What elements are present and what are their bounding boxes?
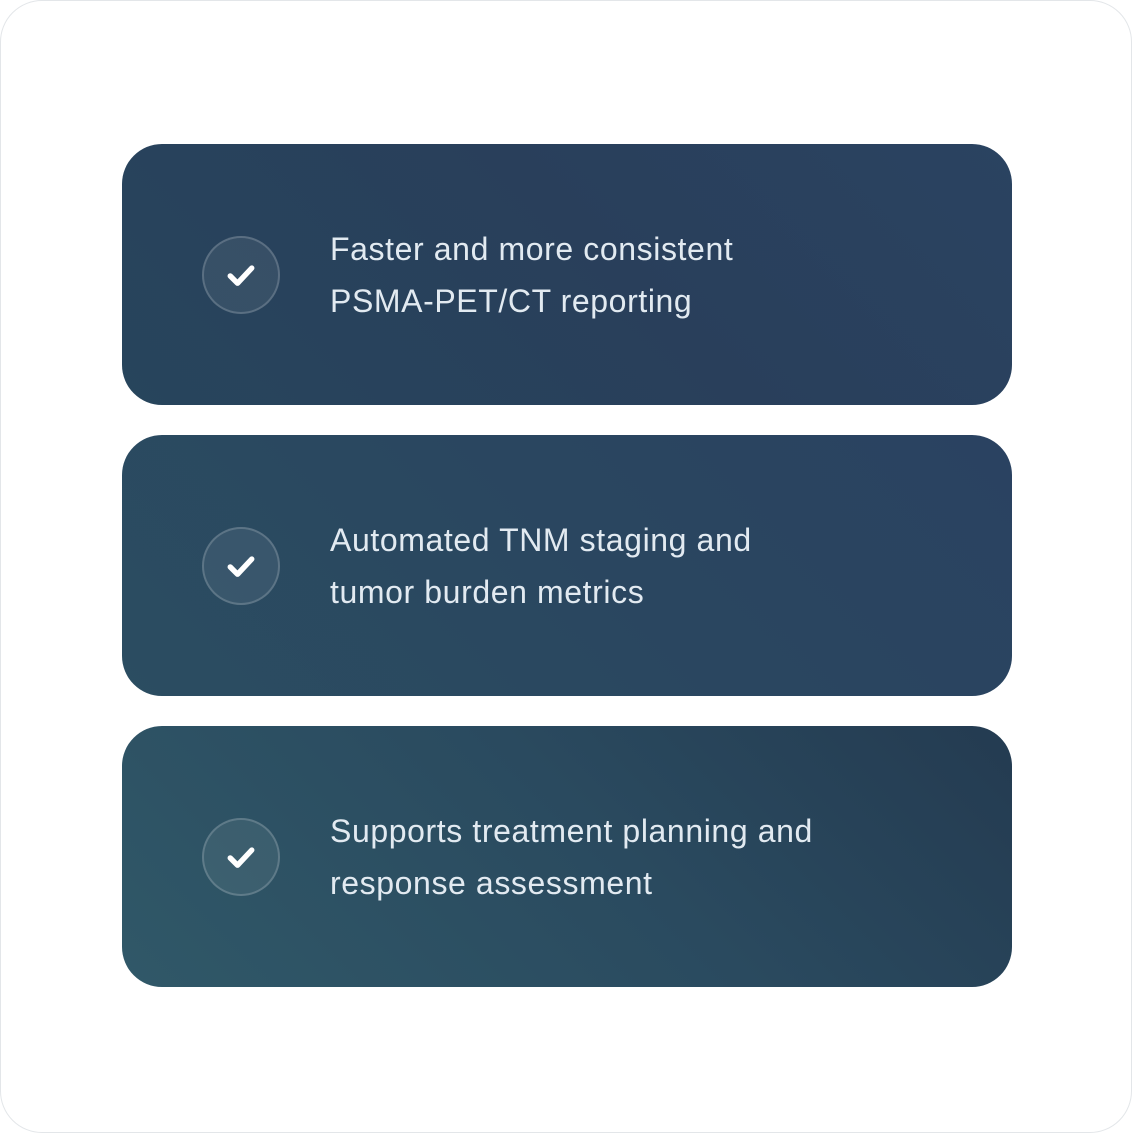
feature-text-line: Automated TNM staging and — [330, 521, 752, 558]
feature-text: Automated TNM staging and tumor burden m… — [330, 514, 752, 618]
feature-text-line: tumor burden metrics — [330, 573, 645, 610]
feature-card-treatment-planning: Supports treatment planning and response… — [122, 726, 1012, 987]
check-icon — [222, 547, 260, 585]
feature-text: Supports treatment planning and response… — [330, 805, 813, 909]
feature-text: Faster and more consistent PSMA-PET/CT r… — [330, 223, 733, 327]
feature-list: Faster and more consistent PSMA-PET/CT r… — [122, 144, 1012, 987]
check-circle — [202, 235, 280, 314]
feature-card-psma-reporting: Faster and more consistent PSMA-PET/CT r… — [122, 144, 1012, 405]
check-icon — [222, 256, 260, 294]
check-circle — [202, 526, 280, 605]
feature-text-line: Faster and more consistent — [330, 230, 734, 267]
feature-text-line: response assessment — [330, 864, 653, 901]
check-circle — [202, 817, 280, 896]
feature-text-line: PSMA-PET/CT reporting — [330, 282, 693, 319]
feature-card-tnm-staging: Automated TNM staging and tumor burden m… — [122, 435, 1012, 696]
check-icon — [222, 838, 260, 876]
feature-text-line: Supports treatment planning and — [330, 812, 813, 849]
